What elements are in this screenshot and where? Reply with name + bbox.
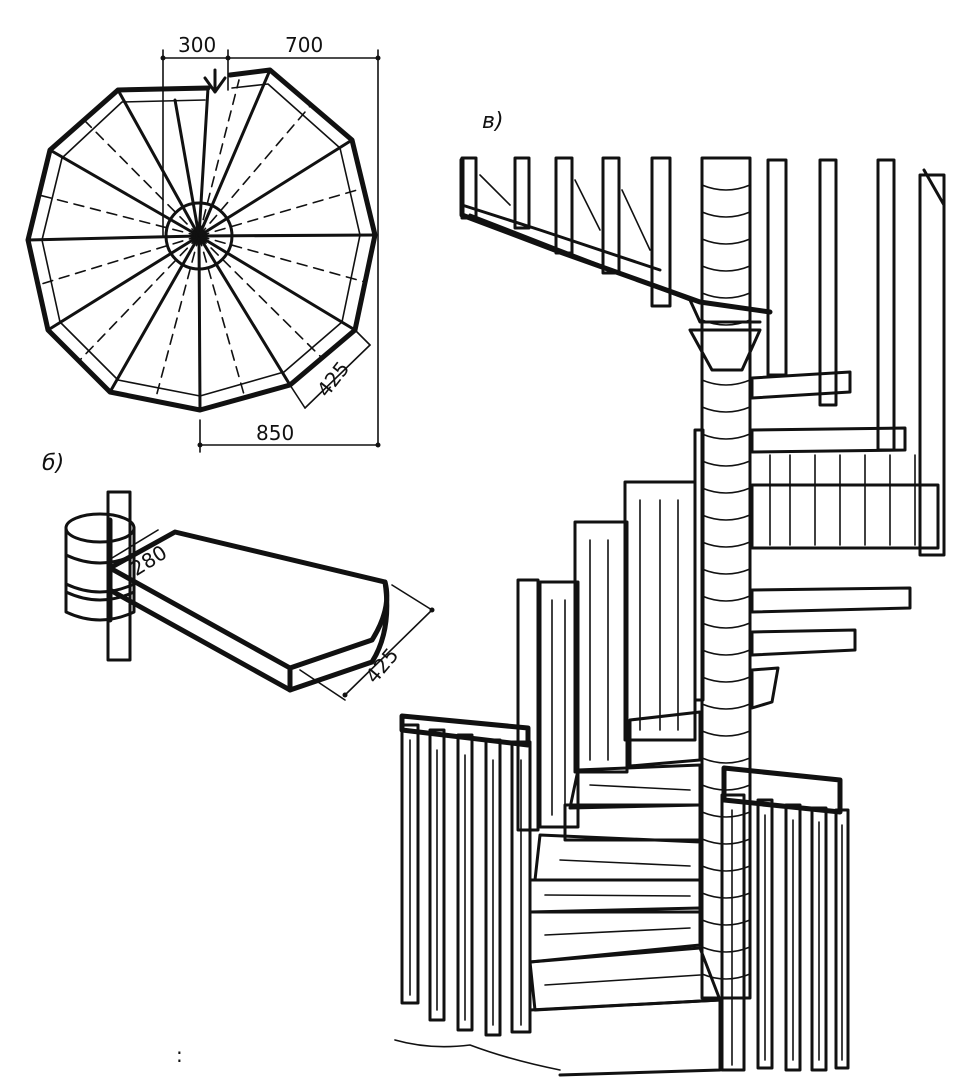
left-panels (516, 428, 705, 832)
front-left-railing (394, 713, 561, 1071)
dim-425-tread: 425 (360, 643, 403, 688)
front-right-railing (720, 765, 850, 1072)
dim-300: 300 (178, 33, 216, 57)
stray-mark: : (176, 1043, 183, 1067)
plan-dashed-lines (37, 79, 366, 402)
stair-view-label: в) (482, 109, 504, 134)
plan-tread-lines (26, 68, 377, 412)
tread-view-label: б) (42, 451, 64, 476)
upper-railing (459, 156, 773, 324)
plan-view: 300 700 425 850 (25, 33, 381, 453)
dim-850: 850 (256, 421, 294, 445)
right-upper-balusters (766, 158, 946, 557)
tread-dimension-lines (111, 529, 435, 701)
tread-slab (107, 529, 390, 693)
tread-collar (64, 512, 136, 623)
plan-dimension-lines (160, 49, 381, 453)
dim-700: 700 (285, 33, 323, 57)
right-treads (750, 370, 940, 710)
tread-view: б) 280 425 (42, 451, 435, 701)
stair-view: в) (394, 109, 946, 1077)
plan-start-arrow (203, 68, 227, 94)
lower-treads (528, 710, 722, 1077)
